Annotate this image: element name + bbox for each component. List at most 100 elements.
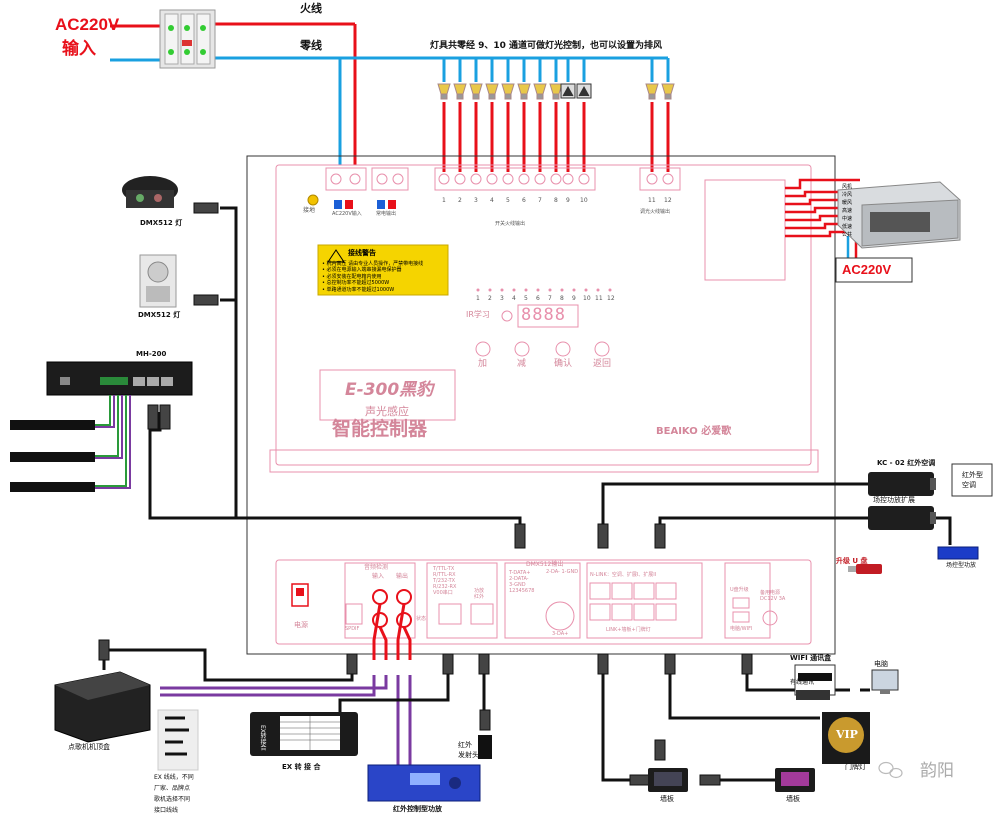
lamp-icon (533, 83, 547, 100)
fan-label: 风机 (842, 184, 853, 190)
live-wires (110, 22, 357, 165)
audio-cables-purple (160, 675, 412, 765)
computer-label: 电脑 (874, 660, 888, 668)
fan-label: 暖风 (842, 200, 853, 206)
controller-subtitle: 声光感应 (365, 405, 409, 418)
rj45-connectors (98, 202, 753, 786)
dimmer-out-label: 调光火线输出 (640, 209, 671, 215)
spdif-label: SPDIF (345, 626, 360, 632)
standby-terminal-red (388, 200, 396, 209)
dmx-light-2-label: DMX512 灯 (138, 311, 181, 319)
fan-label: 冷风 (842, 192, 853, 198)
warning-line: • 必须安装在配电箱内使用 (322, 273, 382, 280)
fan-icon (576, 83, 592, 99)
channel-number: 1 (442, 197, 446, 204)
channel-number: 9 (566, 197, 570, 204)
audio-in-label: 输入 (372, 573, 385, 580)
power-switch-label: 电源 (294, 621, 308, 629)
indicator-number: 10 (583, 295, 591, 302)
ir-ac-callout-text: 红外型 空调 (962, 471, 983, 489)
channel-number: 11 (648, 197, 656, 204)
lamp-icon (645, 83, 659, 100)
kc02-module (868, 472, 936, 496)
ex-adapter-title: EX转接合 (259, 725, 266, 751)
ground-icon (307, 194, 319, 206)
link-label: LINK+墙板+门牌灯 (606, 627, 651, 633)
warning-title: 接线警告 (348, 249, 376, 257)
vod-box-label: 点歌机机顶盒 (68, 743, 110, 751)
controller-name: 智能控制器 (332, 418, 428, 440)
controller-model: E-300黑豹 (345, 380, 434, 400)
warning-lines: • 机内高压 请由专业人员操作，严禁带电接线 • 必须在电源输入端串接漏电保护器… (322, 261, 423, 293)
indicator-number: 7 (548, 295, 552, 302)
lamp-icon (501, 83, 515, 100)
wifi-module-label: WIFI 通讯盒 (790, 654, 832, 662)
ir-emitter-label: 红外 发射头 (458, 741, 479, 759)
ex-cable-note: EX 线线，不同 厂家、品牌点 歌机选择不同 接口线线 (154, 774, 194, 814)
enclosure-outline (246, 155, 836, 655)
door-light-label: 门牌灯 (845, 763, 866, 771)
state-label: 状态 (416, 616, 427, 622)
warning-line: • 必须在电源输入端串接漏电保护器 (322, 267, 402, 274)
door-light-device (822, 712, 870, 764)
lamp-icon (453, 83, 467, 100)
indicator-number: 4 (512, 295, 516, 302)
wall-panel-1-device (648, 768, 688, 792)
power-voltage-label: AC220V (55, 15, 120, 34)
live-line-label: 火线 (300, 2, 322, 15)
channel-number: 12 (664, 197, 672, 204)
channel-number: 3 (474, 197, 478, 204)
indicator-number: 12 (607, 295, 615, 302)
upgrade-usb-label: 升级 U 盘 (836, 557, 868, 565)
channel-number: 6 (522, 197, 526, 204)
audio-detect-label: 音频检测 (364, 564, 389, 571)
ac-in-label: AC220V输入 (332, 211, 362, 217)
channel-number: 5 (506, 197, 510, 204)
vip-badge: VIP (836, 728, 858, 741)
indicator-number: 1 (476, 295, 480, 302)
lamp-icons (437, 83, 675, 100)
power-input-label: 输入 (62, 39, 96, 58)
wechat-icon (878, 761, 903, 779)
lamp-icon (485, 83, 499, 100)
dmx-light-2-device (139, 254, 177, 308)
dmx-connector-label: 3-DA+ (552, 631, 569, 637)
warning-sticker (317, 244, 449, 296)
air-conditioner-unit (837, 181, 961, 249)
usb-title: U盘升级 (730, 587, 749, 593)
indicator-number: 9 (572, 295, 576, 302)
lamp-icon (517, 83, 531, 100)
fan-label: 高速 (842, 208, 853, 214)
button-label-confirm: 确认 (554, 359, 573, 369)
channel-number: 4 (490, 197, 494, 204)
indicator-number: 2 (488, 295, 492, 302)
ex-adapter-label: EX 转 接 合 (282, 763, 321, 771)
fan-icon (560, 83, 576, 99)
fan-label: 中速 (842, 216, 853, 222)
amp-ext-label: 场控功放扩展 (873, 496, 915, 504)
led-strips (10, 420, 95, 492)
lamp-icon (549, 83, 563, 100)
standby-out-label: 常电输出 (376, 211, 397, 217)
field-amp-label: 场控型功放 (946, 562, 977, 569)
power-switch (291, 583, 309, 607)
ac-input-terminal-blue (334, 200, 342, 209)
channel-number: 2 (458, 197, 462, 204)
channel-number: 7 (538, 197, 542, 204)
ac-input-terminal-red (345, 200, 353, 209)
wired-comm-device (796, 690, 830, 700)
wired-comm-label: 有线通讯 (790, 679, 815, 686)
channel-number: 10 (580, 197, 588, 204)
usb-sub: 电脑/WIFI (730, 626, 753, 632)
ir-amp-device (367, 764, 481, 802)
dmx-pin-title: 2-DA- 1-GND (546, 569, 579, 575)
standby-terminal-blue (377, 200, 385, 209)
switch-out-label: 开关火线输出 (495, 221, 526, 227)
dmx-title: DMX512输出 (526, 561, 564, 568)
warning-line: • 单路通道功率不能超过1000W (322, 286, 395, 293)
led-display-value: 8888 (521, 305, 566, 325)
usb-drive (848, 564, 882, 574)
circuit-breaker (159, 9, 216, 69)
rgb-strip-wires (95, 395, 131, 489)
ir-emitter-device (478, 735, 492, 759)
